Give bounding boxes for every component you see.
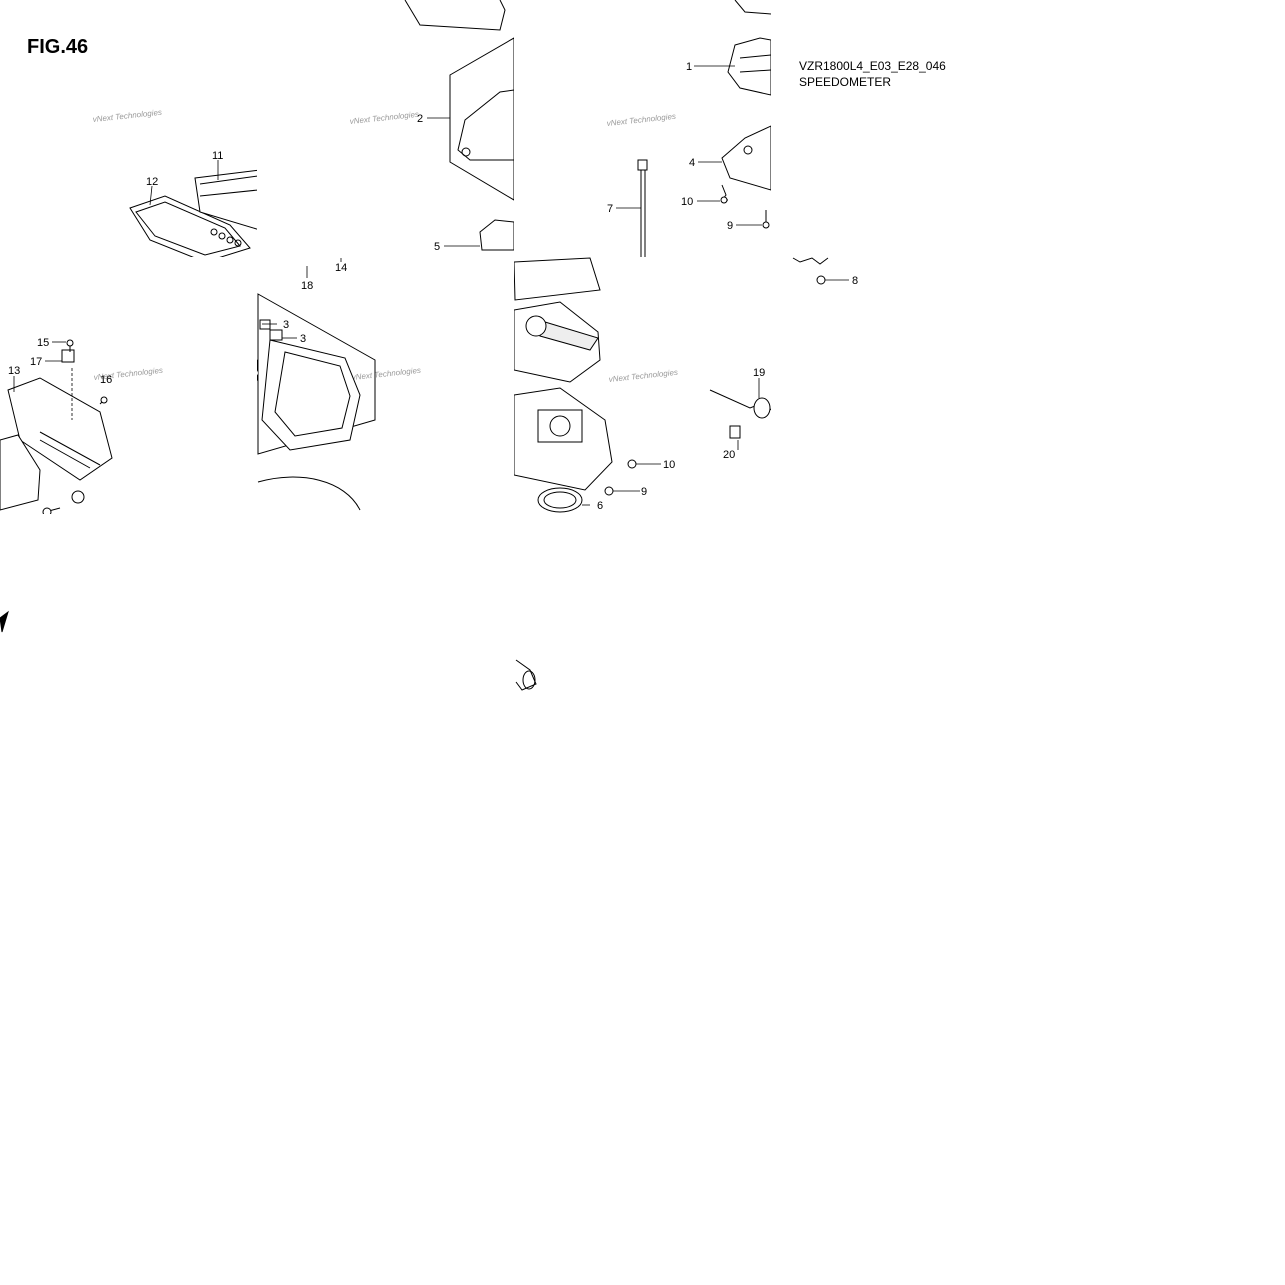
callout-14: 14 — [335, 262, 347, 274]
screw-icon — [66, 339, 74, 347]
meter-visor-part — [129, 195, 251, 257]
speed-sensor-part — [753, 397, 771, 419]
cable-tie-strap — [640, 170, 646, 257]
fwd-label: FWD — [237, 367, 260, 382]
callout-17: 17 — [30, 356, 42, 368]
meter-cover-part — [194, 169, 257, 230]
tile-upper-case-parts — [129, 169, 257, 257]
callout-16: 16 — [100, 374, 112, 386]
callout-10: 10 — [663, 459, 675, 471]
watermark: vNext Technologies — [92, 108, 162, 124]
tile-upper-bracket — [300, 0, 514, 261]
rubber-cushion-part — [259, 319, 271, 330]
callout-11: 11 — [212, 150, 223, 162]
meter-lower-case-part — [721, 125, 771, 191]
tile-fastener-8 — [792, 257, 829, 285]
tile-lower-left-panel — [0, 339, 113, 514]
meter-case-part — [457, 89, 514, 161]
callout-3: 3 — [300, 333, 306, 345]
leader-lines — [13, 65, 849, 506]
bolt-icon — [729, 425, 741, 439]
callout-18: 18 — [301, 280, 313, 292]
screw-icon — [100, 396, 108, 404]
callout-8: 8 — [852, 275, 858, 287]
callout-15: 15 — [37, 337, 49, 349]
lower-fragments — [0, 610, 537, 691]
callout-9: 9 — [727, 220, 733, 232]
clamp-part — [300, 258, 312, 261]
watermark: vNext Technologies — [349, 110, 419, 126]
cable-tie-head — [637, 159, 648, 171]
socket-part — [0, 434, 41, 511]
screw-icon — [604, 486, 614, 496]
screw-icon — [816, 275, 826, 285]
callout-20: 20 — [723, 449, 735, 461]
callout-labels: 1 2 3 3 4 5 6 7 8 9 9 10 10 11 12 13 14 … — [8, 61, 858, 512]
watermark: vNext Technologies — [351, 366, 421, 382]
callout-13: 13 — [8, 365, 20, 377]
meter-top-part — [404, 0, 506, 31]
section-title: SPEEDOMETER — [799, 75, 892, 89]
clip-part — [61, 349, 75, 363]
callout-12: 12 — [146, 176, 158, 188]
callout-3: 3 — [283, 319, 289, 331]
meter-gasket-part — [479, 219, 514, 251]
meter-visor-lower-part — [514, 257, 601, 301]
tile-lower-right-base — [514, 257, 771, 513]
meter-housing-part — [261, 339, 361, 451]
watermark: vNext Technologies — [606, 112, 676, 128]
gauge-dial-icon — [525, 315, 547, 337]
callout-5: 5 — [434, 241, 440, 253]
model-code: VZR1800L4_E03_E28_046 — [799, 59, 946, 73]
tile-lower-middle-housing — [257, 293, 376, 511]
callout-7: 7 — [607, 203, 613, 215]
screw-icon — [627, 459, 637, 469]
figure-title: FIG.46 — [27, 36, 89, 58]
callout-6: 6 — [597, 500, 603, 512]
fwd-arrow-tag — [257, 359, 259, 381]
callout-2: 2 — [417, 113, 423, 125]
callout-4: 4 — [689, 157, 695, 169]
bolt-icon — [42, 507, 52, 514]
callout-1: 1 — [686, 61, 692, 73]
screw-icon — [762, 221, 770, 229]
grommet-part — [71, 490, 85, 504]
o-ring-part — [257, 476, 361, 511]
callout-19: 19 — [753, 367, 765, 379]
assembly-frame-outline — [257, 293, 376, 455]
callout-10: 10 — [681, 196, 693, 208]
tile-upper-meter-unit — [637, 0, 771, 257]
callout-9: 9 — [641, 486, 647, 498]
rubber-cushion-part — [269, 329, 283, 341]
meter-assembly-part — [727, 37, 771, 96]
watermark: vNext Technologies — [608, 368, 678, 384]
assembly-frame-outline — [449, 37, 514, 201]
